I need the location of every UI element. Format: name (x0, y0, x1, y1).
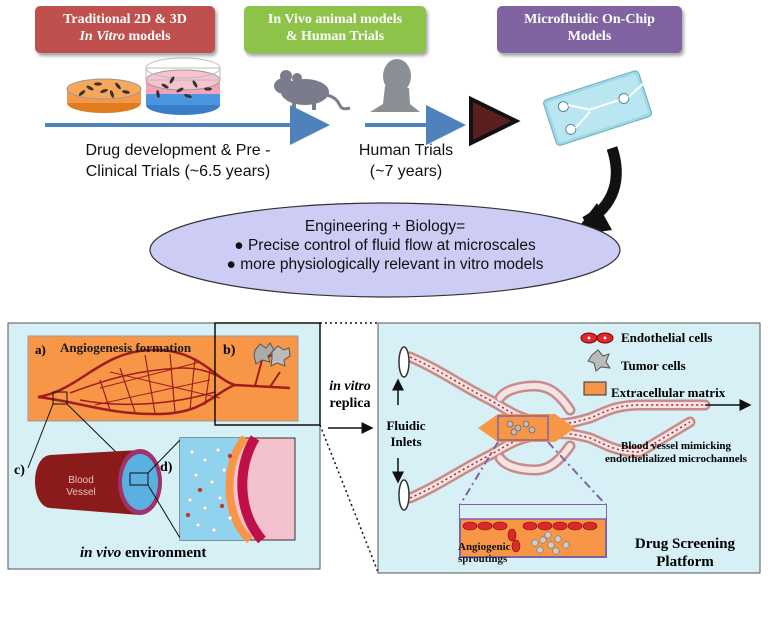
legend-matrix-icon (583, 381, 607, 396)
fluidic-label-1: Fluidic (386, 418, 426, 433)
fluidic-label-2: Inlets (390, 434, 422, 449)
stage-in-vitro-line1: Traditional 2D & 3D (63, 12, 187, 27)
angiogenic-sprouting-label: Angiogenic sproutings (458, 541, 511, 565)
label-a: a) (35, 342, 46, 357)
ellipse-bullet-2: ● more physiologically relevant in vitro… (226, 256, 544, 273)
in-vitro-replica-1: in vitro (329, 379, 371, 394)
in-vivo-footer-italic: in vivo (80, 545, 122, 561)
legend-tumor-icon (587, 349, 612, 372)
blood-vessel-icon (35, 449, 162, 515)
sprouting-tumor-cells (531, 531, 570, 555)
stage-on-chip-line1: Microfluidic On-Chip (524, 12, 655, 27)
fluidic-inlets-label: Fluidic Inlets (381, 418, 431, 450)
petri-dish-3d-icon (145, 57, 221, 115)
in-vivo-footer-rest: environment (121, 545, 207, 561)
ellipse-title: Engineering + Biology= (304, 218, 466, 235)
stage-badge-on-chip: Microfluidic On-Chip Models (497, 6, 682, 53)
ellipse-text: Engineering + Biology= ● Precise control… (150, 217, 620, 274)
human-trials-caption: Human Trials (~7 years) (336, 140, 476, 182)
petri-dish-orange-icon (66, 78, 142, 113)
zoom-box-c (129, 472, 149, 486)
label-b: b) (223, 343, 236, 358)
stage-in-vitro-line2: In Vitro models (35, 28, 215, 45)
stage-in-vitro-rest: models (125, 29, 171, 44)
legend-endothelial-label: Endothelial cells (621, 330, 713, 345)
stage-on-chip-line2: Models (567, 29, 612, 44)
zoom-box-b (214, 322, 321, 426)
in-vitro-replica-2: replica (329, 396, 371, 411)
sprout-label-2: sproutings (458, 553, 508, 565)
human-head-icon (370, 59, 420, 112)
in-vivo-footer: in vivo environment (80, 545, 206, 562)
top-illustration (45, 57, 653, 298)
inlet-bottom-icon (398, 479, 410, 511)
central-matrix (478, 414, 575, 442)
central-tumor-cells (506, 420, 536, 436)
zoom-box-a (52, 391, 68, 405)
legend-endothelial-icon (580, 332, 614, 344)
stage-badge-in-vivo: In Vivo animal models & Human Trials (244, 6, 426, 53)
summary-ellipse (149, 202, 621, 298)
ellipse-bullet-2-text: more physiologically relevant in vitro m… (240, 256, 544, 273)
in-vitro-replica: in vitro replica (322, 378, 378, 412)
mouse-icon (274, 70, 351, 111)
platform-label-2: Platform (656, 554, 714, 570)
tumor-cells-icon (253, 342, 291, 367)
ellipse-bullet-1-text: Precise control of fluid flow at microsc… (247, 237, 536, 254)
vessel-label-2: Vessel (66, 487, 96, 498)
microfluidic-chip-icon (543, 70, 653, 146)
vessel-mimicking-label: Blood vessel mimicking endothelialized m… (588, 440, 764, 466)
sprouting-endothelial-cells (462, 521, 598, 553)
inlet-top-icon (398, 346, 410, 378)
stage-badge-in-vitro: Traditional 2D & 3D In Vitro models (35, 6, 215, 53)
platform-label-1: Drug Screening (634, 536, 736, 552)
legend-matrix-label: Extracellular matrix (611, 385, 726, 400)
human-line2: (~7 years) (369, 163, 443, 180)
angiogenesis-title: Angiogenesis formation (60, 340, 192, 355)
vessel-label: Blood Vessel (56, 475, 106, 499)
preclinical-caption: Drug development & Pre - Clinical Trials… (48, 140, 308, 182)
preclinical-line2: Clinical Trials (~6.5 years) (85, 163, 271, 180)
sprout-label-1: Angiogenic (458, 541, 511, 553)
play-triangle-icon (469, 95, 521, 147)
stage-in-vivo-line2: & Human Trials (285, 29, 385, 44)
vessel-mimicking-2: endothelialized microchannels (605, 453, 747, 465)
human-line1: Human Trials (358, 142, 454, 159)
vessel-label-1: Blood (68, 475, 94, 486)
drug-screening-label: Drug Screening Platform (612, 535, 758, 571)
stage-in-vivo-line1: In Vivo animal models (267, 12, 403, 27)
label-c: c) (14, 463, 25, 478)
vessel-mimicking-1: Blood vessel mimicking (620, 440, 731, 452)
label-d: d) (160, 460, 173, 475)
bottom-illustration (7, 322, 761, 574)
ellipse-bullet-1: ● Precise control of fluid flow at micro… (234, 237, 536, 254)
preclinical-line1: Drug development & Pre - (85, 142, 271, 159)
legend-tumor-label: Tumor cells (621, 358, 686, 373)
stage-in-vitro-italic: In Vitro (79, 29, 126, 44)
